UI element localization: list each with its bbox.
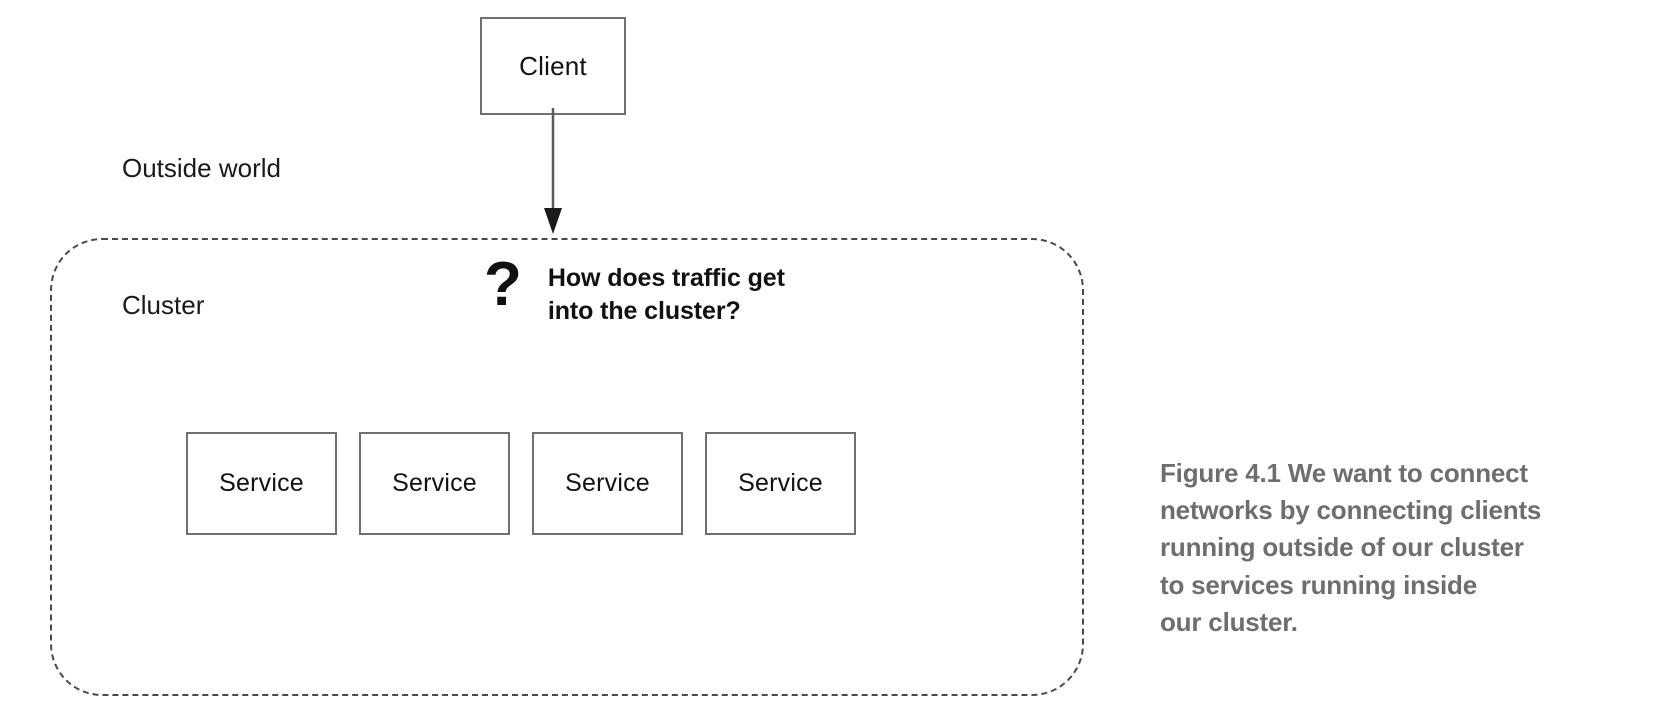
service-node-label: Service — [738, 469, 823, 497]
service-node-label: Service — [219, 469, 304, 497]
question-callout: ? How does traffic get into the cluster? — [484, 250, 785, 328]
client-node: Client — [480, 17, 626, 115]
client-to-cluster-arrow — [544, 108, 562, 234]
question-callout-text: How does traffic get into the cluster? — [547, 264, 785, 325]
service-node-2: Service — [359, 432, 510, 535]
question-mark-icon: ? — [484, 250, 522, 319]
service-node-4: Service — [705, 432, 856, 535]
cluster-label: Cluster — [122, 290, 205, 320]
cluster-boundary — [50, 238, 1084, 696]
figure-caption: Figure 4.1 We want to connect networks b… — [1160, 458, 1542, 637]
service-node-1: Service — [186, 432, 337, 535]
service-node-label: Service — [565, 469, 650, 497]
client-node-label: Client — [519, 51, 587, 81]
service-node-3: Service — [532, 432, 683, 535]
service-node-label: Service — [392, 469, 477, 497]
outside-world-label: Outside world — [122, 153, 281, 183]
